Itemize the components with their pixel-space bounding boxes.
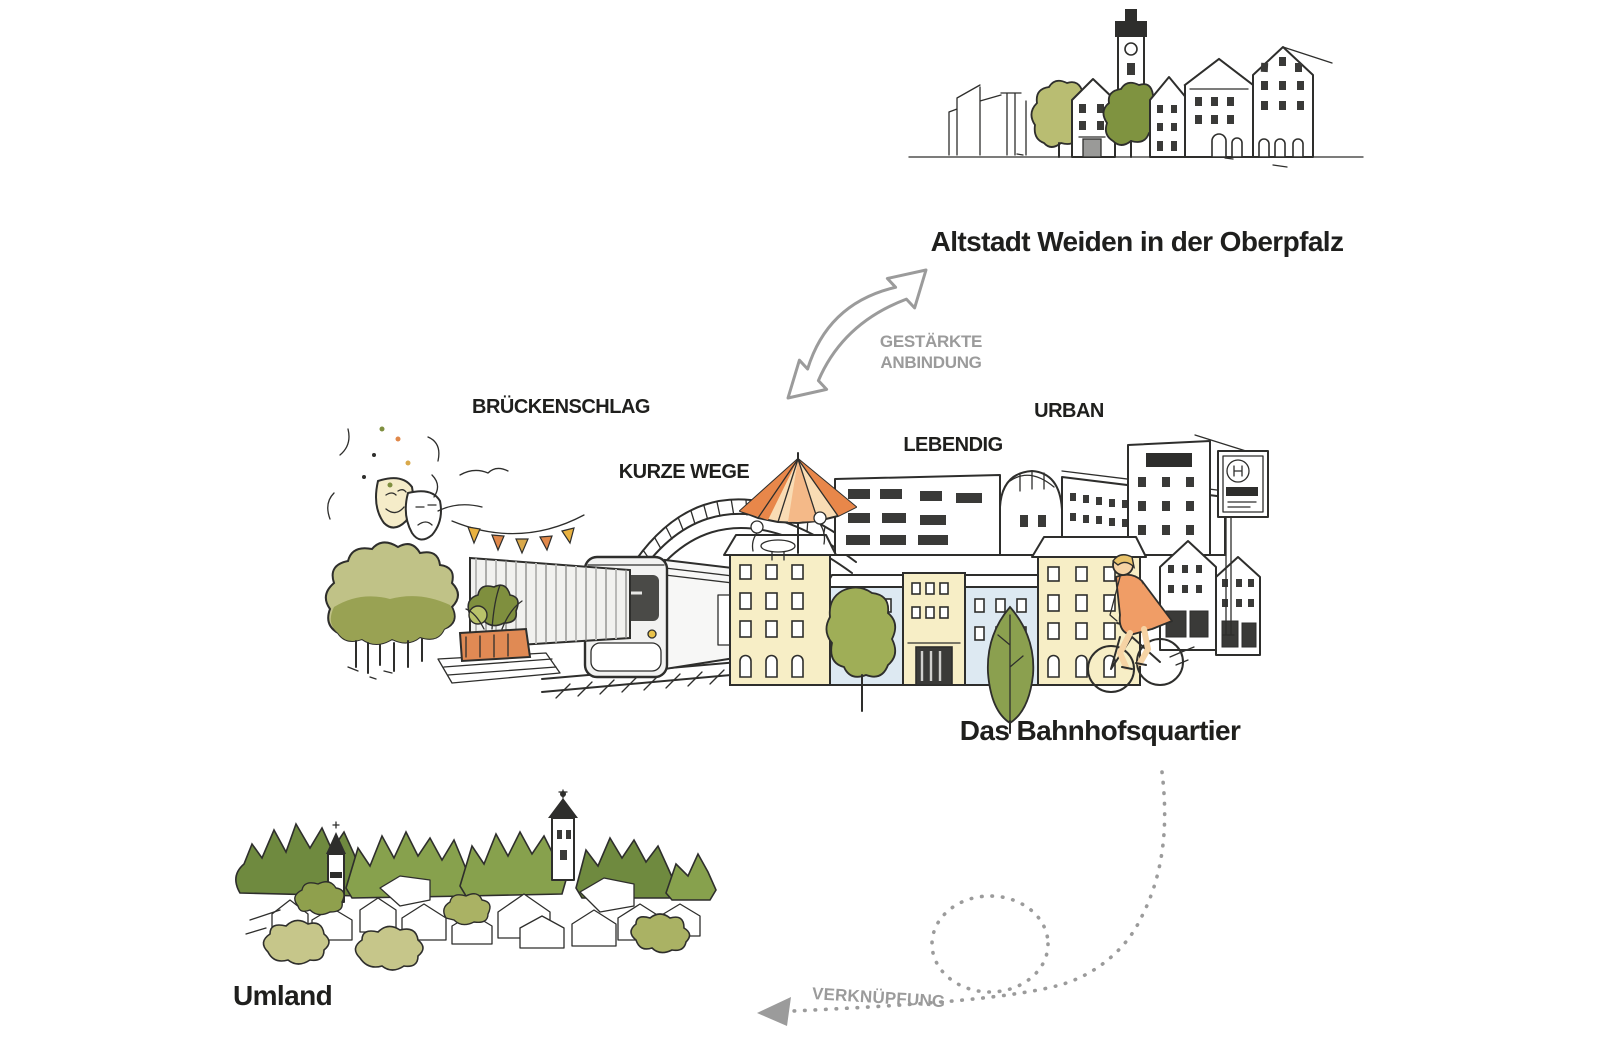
altstadt-ground [908,156,1364,168]
label-kurze-wege: KURZE WEGE [618,461,750,483]
altstadt-house-3 [1183,57,1255,158]
cyclist [1087,554,1195,693]
right-houses [1159,540,1261,656]
label-brueckenschlag: BRÜCKENSCHLAG [472,396,650,418]
planter-plants [465,584,523,630]
station-trees [825,586,1035,734]
planter [437,584,561,684]
label-lebendig: LEBENDIG [903,434,1003,456]
umland-church-right [548,789,578,881]
altstadt-ground-marks [1016,153,1234,160]
anbindung-label: GESTÄRKTE ANBINDUNG [879,332,983,372]
bus-stop-sign [1217,450,1269,636]
bahnhofsquartier-title: Das Bahnhofsquartier [959,715,1241,746]
altstadt-title: Altstadt Weiden in der Oberpfalz [930,226,1344,257]
terrace-umbrella [739,452,857,561]
garland-bunting [437,467,585,555]
terrace-people [750,511,827,561]
label-urban: URBAN [1034,400,1104,422]
bahnhofsquartier-illustration [324,426,1269,734]
motion-dashes [1169,646,1195,666]
left-trees [324,541,459,680]
altstadt-tree-dark [1102,81,1160,158]
arrowhead [757,997,791,1026]
altstadt-house-1 [1071,78,1116,158]
dotted-arrow-icon [757,770,1167,1026]
umland-illustration [235,789,717,971]
altstadt-ruin-sketch [948,84,1027,156]
double-arrow-icon [786,268,928,400]
altstadt-house-4 [1252,46,1333,158]
umland-title: Umland [233,980,333,1011]
altstadt-illustration [908,9,1364,168]
theater-masks [375,477,442,541]
station-building [723,534,1147,686]
altstadt-house-2 [1149,76,1189,158]
confetti [327,426,440,520]
umland-bushes [262,881,691,971]
